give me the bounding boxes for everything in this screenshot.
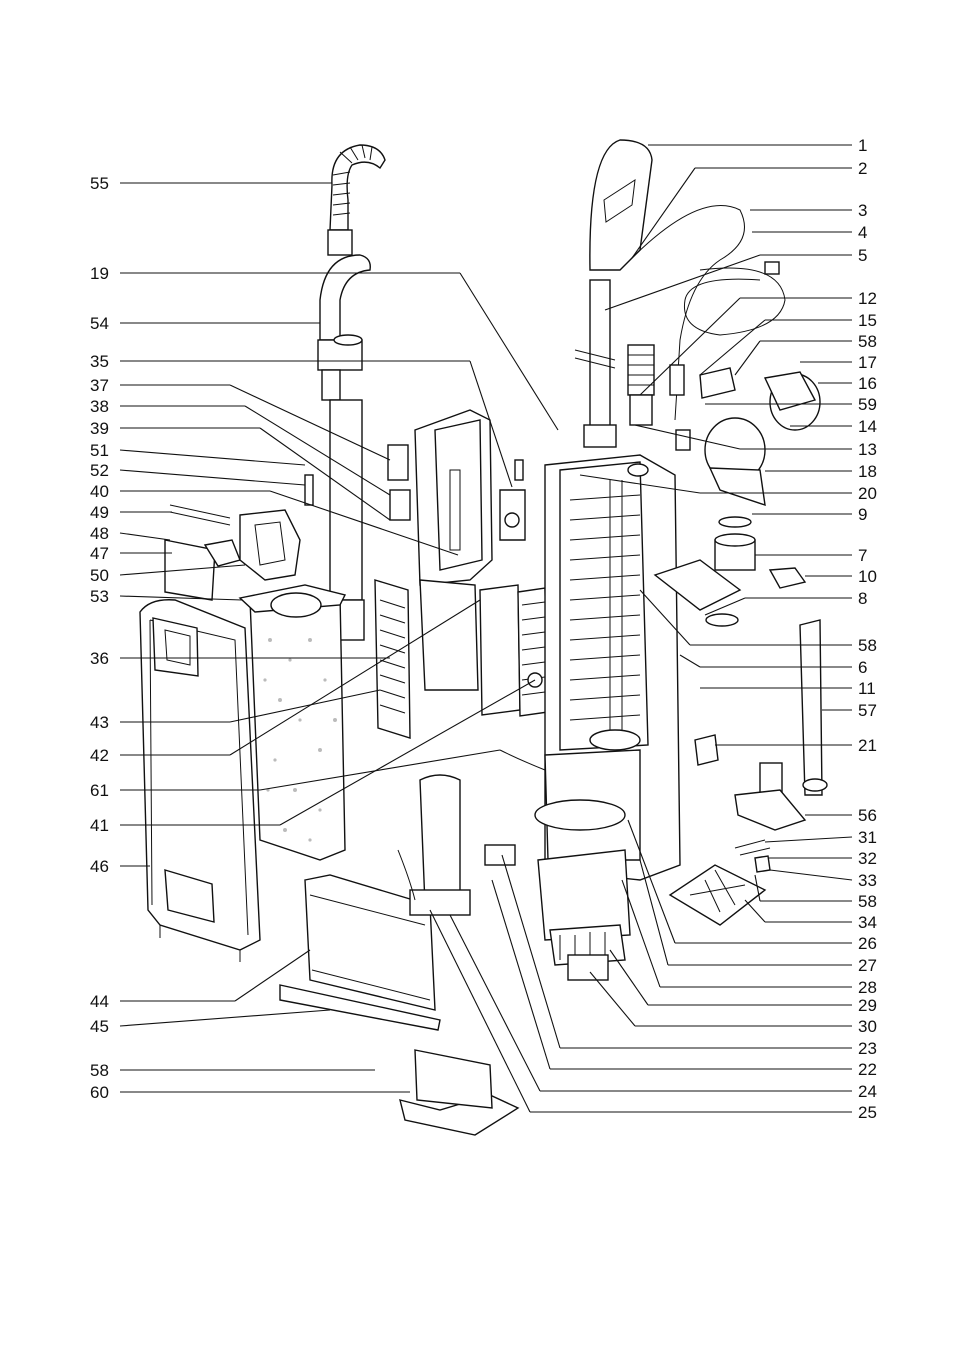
label-44: 44: [90, 992, 109, 1011]
label-4: 4: [858, 223, 867, 242]
label-55: 55: [90, 174, 109, 193]
label-58-c: 58: [858, 892, 877, 911]
label-54: 54: [90, 314, 109, 333]
label-21: 21: [858, 736, 877, 755]
label-58-b: 58: [858, 636, 877, 655]
label-20: 20: [858, 484, 877, 503]
label-31: 31: [858, 828, 877, 847]
label-36: 36: [90, 649, 109, 668]
parts-drawing: [140, 140, 827, 1135]
label-27: 27: [858, 956, 877, 975]
label-14: 14: [858, 417, 877, 436]
label-51: 51: [90, 441, 109, 460]
bottom-housing: [280, 875, 518, 1135]
bottom-plate-parts: [670, 840, 770, 925]
label-49: 49: [90, 503, 109, 522]
front-door: [140, 600, 260, 962]
label-61: 61: [90, 781, 109, 800]
label-22: 22: [858, 1060, 877, 1079]
power-cable: [630, 206, 785, 450]
label-53: 53: [90, 587, 109, 606]
dust-bag: [240, 585, 345, 860]
label-32: 32: [858, 849, 877, 868]
label-24: 24: [858, 1082, 877, 1101]
flexible-hose: [328, 145, 385, 255]
label-28: 28: [858, 978, 877, 997]
label-12: 12: [858, 289, 877, 308]
label-1: 1: [858, 136, 867, 155]
label-30: 30: [858, 1017, 877, 1036]
label-48: 48: [90, 524, 109, 543]
label-5: 5: [858, 246, 867, 265]
label-7: 7: [858, 546, 867, 565]
label-60: 60: [90, 1083, 109, 1102]
bag-holder-parts: [165, 475, 313, 600]
label-56: 56: [858, 806, 877, 825]
label-47: 47: [90, 544, 109, 563]
label-2: 2: [858, 159, 867, 178]
label-59: 59: [858, 395, 877, 414]
label-15: 15: [858, 311, 877, 330]
label-42: 42: [90, 746, 109, 765]
label-23: 23: [858, 1039, 877, 1058]
label-9: 9: [858, 505, 867, 524]
label-13: 13: [858, 440, 877, 459]
label-38: 38: [90, 397, 109, 416]
label-33: 33: [858, 871, 877, 890]
label-45: 45: [90, 1017, 109, 1036]
label-6: 6: [858, 658, 867, 677]
accessories: [695, 620, 827, 830]
coupling-parts: [655, 517, 805, 626]
label-10: 10: [858, 567, 877, 586]
label-37: 37: [90, 376, 109, 395]
label-57: 57: [858, 701, 877, 720]
label-25: 25: [858, 1103, 877, 1122]
label-8: 8: [858, 589, 867, 608]
label-41: 41: [90, 816, 109, 835]
left-labels: 55 19 54 35 37 38 39 51 52 40 49 48 47 5…: [90, 174, 109, 1102]
label-58-a: 58: [858, 332, 877, 351]
label-58-left: 58: [90, 1061, 109, 1080]
label-50: 50: [90, 566, 109, 585]
label-16: 16: [858, 374, 877, 393]
label-3: 3: [858, 201, 867, 220]
label-29: 29: [858, 996, 877, 1015]
label-35: 35: [90, 352, 109, 371]
label-11: 11: [858, 679, 876, 698]
label-39: 39: [90, 419, 109, 438]
label-46: 46: [90, 857, 109, 876]
label-43: 43: [90, 713, 109, 732]
label-18: 18: [858, 462, 877, 481]
label-52: 52: [90, 461, 109, 480]
label-26: 26: [858, 934, 877, 953]
label-34: 34: [858, 913, 877, 932]
right-labels: 1 2 3 4 5 12 15 58 17 16 59 14 13 18 20 …: [858, 136, 877, 1122]
label-40: 40: [90, 482, 109, 501]
outlet-parts: [700, 368, 820, 505]
label-17: 17: [858, 353, 877, 372]
label-19: 19: [90, 264, 109, 283]
